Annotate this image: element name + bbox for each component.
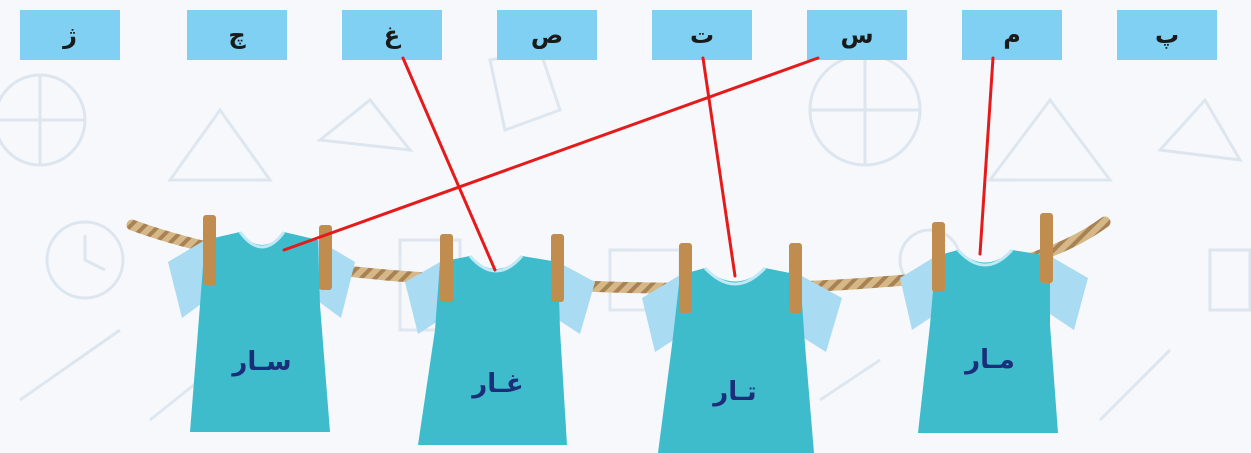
shirt-saar: سـار (168, 215, 355, 432)
shirt-maar-word: مـار (963, 345, 1015, 375)
shirt-ghaar: غـار (405, 234, 595, 445)
shirt-saar-word: سـار (230, 347, 291, 377)
shirt-taar-word: تـار (711, 377, 756, 407)
shirt-taar: تـار (642, 243, 842, 453)
match-line-mim-to-maar[interactable] (980, 58, 993, 254)
shirt-ghaar-word: غـار (470, 369, 523, 399)
match-line-sin-to-saar[interactable] (284, 58, 818, 250)
